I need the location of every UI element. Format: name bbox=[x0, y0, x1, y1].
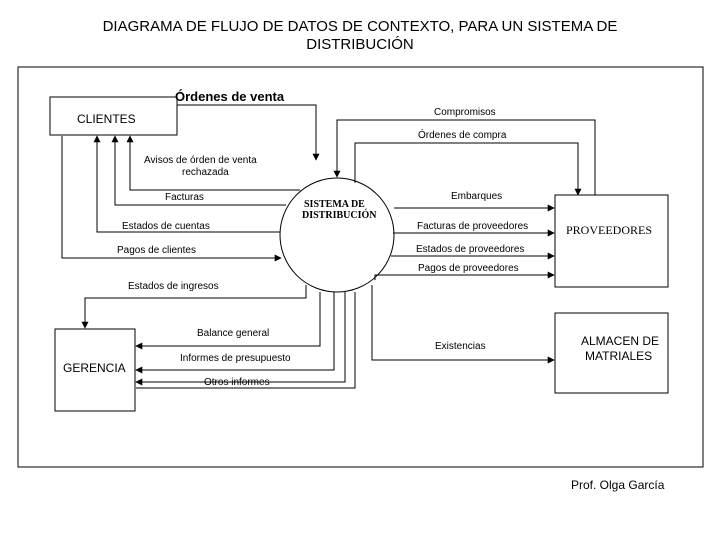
embarques-label: Embarques bbox=[451, 191, 502, 202]
flow-informes-presupuesto bbox=[135, 292, 335, 374]
process-label-2: DISTRIBUCIÓN bbox=[302, 209, 377, 221]
flow-pagos-proveedores bbox=[374, 271, 555, 280]
flow-otros-informes-2 bbox=[136, 292, 356, 389]
flow-estados-ingresos bbox=[81, 285, 307, 329]
proveedores-box bbox=[554, 194, 669, 288]
outer-frame bbox=[17, 66, 704, 468]
flow-existencias bbox=[371, 285, 555, 364]
facturas-proveedores-label: Facturas de proveedores bbox=[417, 221, 528, 232]
flow-facturas bbox=[111, 135, 286, 206]
estados-cuentas-label: Estados de cuentas bbox=[122, 221, 210, 232]
avisos-label-1: Avisos de órden de venta bbox=[144, 155, 257, 166]
almacen-label-1: ALMACEN DE bbox=[581, 334, 659, 348]
otros-informes-label: Otros informes bbox=[204, 377, 270, 388]
flow-ordenes-compra bbox=[354, 142, 582, 196]
proveedores-label: PROVEEDORES bbox=[566, 223, 652, 237]
almacen-label-2: MATRIALES bbox=[585, 349, 652, 363]
flow-avisos bbox=[126, 135, 300, 191]
facturas-label: Facturas bbox=[165, 192, 204, 203]
title-line-1: DIAGRAMA DE FLUJO DE DATOS DE CONTEXTO, … bbox=[102, 18, 618, 35]
flow-estados-cuentas bbox=[93, 135, 280, 233]
gerencia-box bbox=[54, 328, 136, 412]
title-line-2: DISTRIBUCIÓN bbox=[306, 36, 414, 53]
process-label-1: SISTEMA DE bbox=[304, 199, 365, 210]
informes-presupuesto-label: Informes de presupuesto bbox=[180, 353, 291, 364]
pagos-proveedores-label: Pagos de proveedores bbox=[418, 263, 519, 274]
avisos-label-2: rechazada bbox=[182, 167, 229, 178]
flow-balance-general bbox=[135, 292, 321, 350]
almacen-box bbox=[554, 312, 669, 394]
flow-compromisos bbox=[333, 119, 596, 195]
compromisos-label: Compromisos bbox=[434, 107, 496, 118]
existencias-label: Existencias bbox=[435, 341, 486, 352]
balance-general-label: Balance general bbox=[197, 328, 269, 339]
clientes-box bbox=[49, 96, 178, 136]
ordenes-venta-label: Órdenes de venta bbox=[175, 89, 285, 104]
author-credit: Prof. Olga García bbox=[571, 478, 665, 492]
flow-otros-informes bbox=[135, 292, 346, 386]
ordenes-compra-label: Órdenes de compra bbox=[418, 128, 507, 141]
pagos-clientes-label: Pagos de clientes bbox=[117, 245, 196, 256]
estados-proveedores-label: Estados de proveedores bbox=[416, 244, 524, 255]
gerencia-label: GERENCIA bbox=[63, 361, 126, 375]
process-circle bbox=[279, 177, 395, 293]
flow-ordenes-venta bbox=[177, 104, 320, 161]
clientes-label: CLIENTES bbox=[77, 112, 136, 126]
flow-pagos-clientes bbox=[61, 136, 282, 262]
estados-ingresos-label: Estados de ingresos bbox=[128, 281, 219, 292]
diagram-title: DIAGRAMA DE FLUJO DE DATOS DE CONTEXTO, … bbox=[0, 18, 720, 54]
